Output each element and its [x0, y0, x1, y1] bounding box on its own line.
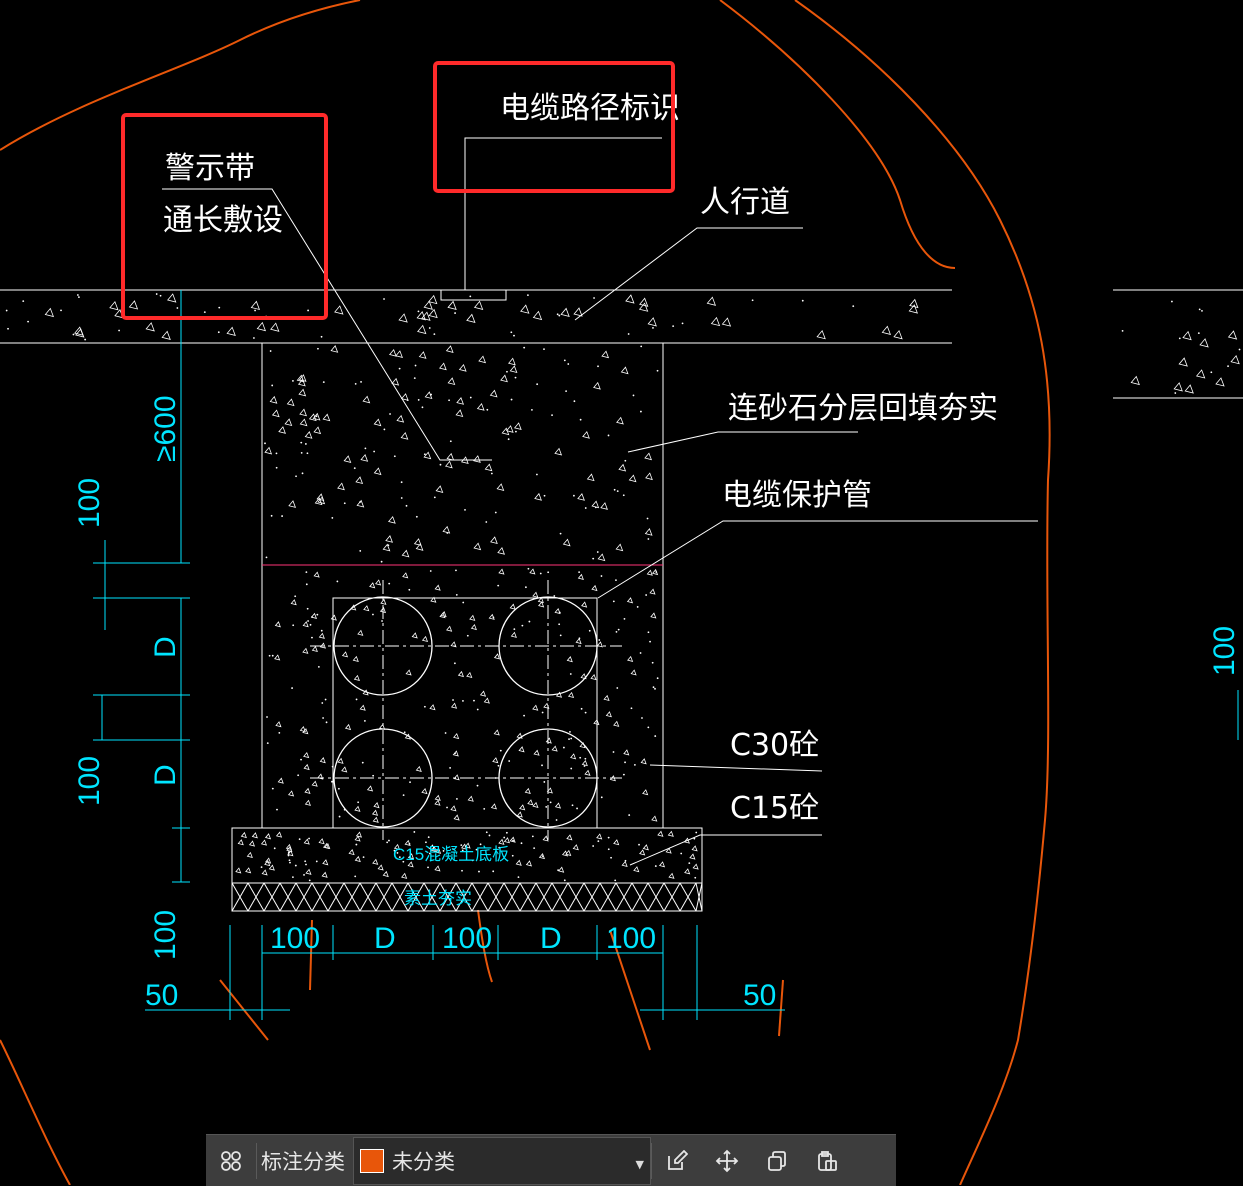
dim-d-upper: D [149, 636, 182, 658]
dim-d: D [374, 922, 396, 955]
edit-icon [668, 1149, 688, 1170]
grid-button[interactable] [206, 1135, 256, 1186]
sidewalk-layer [0, 289, 1243, 399]
dim-min-depth: ≥600 [149, 395, 182, 462]
dim-100: 100 [270, 922, 320, 955]
dim-100: 100 [149, 910, 182, 960]
grid-icon [221, 1150, 241, 1171]
soil-hatch [231, 882, 703, 912]
label-cable-path-marker: 电缆路径标识 [500, 91, 680, 126]
label-cable-conduit: 电缆保护管 [722, 478, 872, 513]
cable-path-marker-plate [440, 289, 507, 301]
divider [256, 1142, 257, 1179]
move-button[interactable] [702, 1135, 752, 1186]
label-warning-tape: 警示带 [165, 151, 255, 186]
dim-100-right: 100 [1208, 626, 1241, 676]
annotation-boxes [121, 61, 675, 320]
dim-d-lower: D [149, 764, 182, 786]
dim-100: 100 [606, 922, 656, 955]
annotation-category-select[interactable]: 未分类 ▼ [353, 1136, 651, 1185]
dimension-labels: ≥600 100 D 100 D 100 50 100 D 100 D 100 … [73, 395, 1241, 1012]
conduit [333, 596, 433, 696]
annotation-toolbar: 标注分类 未分类 ▼ [206, 1134, 896, 1186]
category-select-value: 未分类 [392, 1149, 455, 1174]
paste-icon [818, 1150, 837, 1171]
label-c30: C30砼 [730, 728, 819, 763]
drawing-labels: 警示带 通长敷设 电缆路径标识 人行道 连砂石分层回填夯实 电缆保护管 C30砼… [163, 91, 998, 908]
conduit [333, 728, 433, 828]
label-backfill: 连砂石分层回填夯实 [728, 391, 998, 426]
label-base-slab: C15混凝土底板 [393, 845, 509, 864]
label-c15: C15砼 [730, 791, 819, 826]
paste-button[interactable] [802, 1135, 852, 1186]
copy-icon [768, 1150, 786, 1171]
label-compacted-soil: 素土夯实 [404, 889, 472, 908]
annotation-box-cable-path[interactable] [433, 61, 675, 193]
copy-button[interactable] [752, 1135, 802, 1186]
label-sidewalk: 人行道 [700, 185, 790, 220]
cable-conduits [310, 580, 622, 840]
dim-100: 100 [442, 922, 492, 955]
leader-lines [162, 137, 1038, 866]
chevron-down-icon: ▼ [635, 1157, 644, 1171]
dimension-lines [93, 290, 1239, 1020]
divider [651, 1142, 652, 1179]
annotation-category-label: 标注分类 [261, 1149, 345, 1174]
dim-100: 100 [73, 756, 106, 806]
dim-100: 100 [73, 478, 106, 528]
edit-button[interactable] [652, 1135, 702, 1186]
annotation-box-warning-tape[interactable] [121, 113, 328, 320]
trench [231, 343, 703, 912]
dim-d: D [540, 922, 562, 955]
category-color-swatch [360, 1148, 384, 1173]
aggregate-fill [5, 293, 1241, 882]
label-warning-tape-continuous: 通长敷设 [163, 203, 283, 238]
move-icon [715, 1149, 739, 1172]
dim-50-left: 50 [145, 979, 178, 1012]
compacted-soil [231, 882, 703, 912]
dim-50-right: 50 [743, 979, 776, 1012]
